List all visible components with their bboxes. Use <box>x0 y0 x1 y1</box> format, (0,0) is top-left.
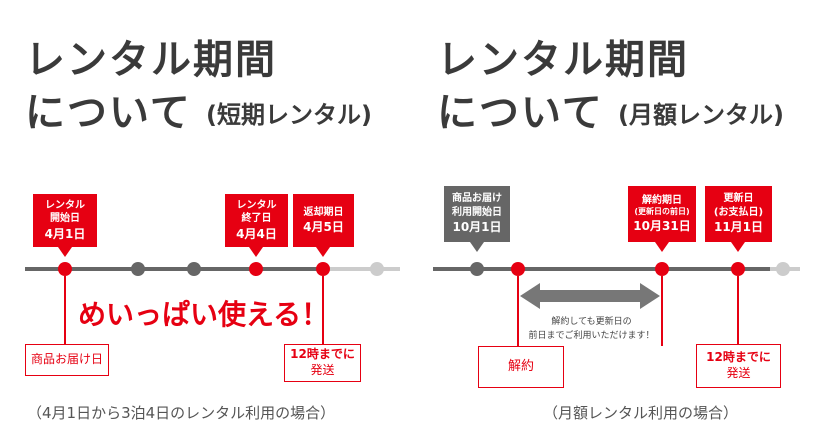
left-flag-return-line1: 返却期日 <box>303 206 344 218</box>
left-vline-return <box>322 276 324 344</box>
left-flag-end-pointer <box>249 247 263 257</box>
left-flag-start-date: 4月1日 <box>44 226 86 241</box>
right-dot-renewal <box>731 262 745 276</box>
left-dot-end <box>249 262 263 276</box>
left-flag-start: レンタル 開始日 4月1日 <box>33 194 97 247</box>
right-vline-cancel <box>517 276 519 346</box>
left-flag-start-pointer <box>58 247 72 257</box>
right-flag-cancel-pointer <box>655 242 669 252</box>
right-title-sub: (月額レンタル) <box>618 101 784 129</box>
right-flag-renewal-line2: (お支払日) <box>713 206 764 218</box>
right-dot-cancel-start <box>511 262 525 276</box>
right-box-deadline-line2: 発送 <box>726 366 751 380</box>
right-flag-renewal-date: 11月1日 <box>713 220 764 235</box>
left-dot-day2 <box>131 262 145 276</box>
left-flag-end-date: 4月4日 <box>236 226 277 241</box>
right-title-line2: について <box>437 90 604 136</box>
right-note: 解約しても更新日の 前日までご利用いただけます！ <box>524 316 659 343</box>
right-note-line2: 前日までご利用いただけます！ <box>528 330 655 341</box>
right-box-cancel: 解約 <box>478 346 564 388</box>
left-box-deadline: 12時までに 発送 <box>284 344 361 382</box>
left-flag-return-pointer <box>316 247 330 257</box>
right-flag-start-line1: 商品お届け <box>452 193 502 205</box>
left-flag-return: 返却期日 4月5日 <box>293 194 354 247</box>
right-dot-start <box>470 262 484 276</box>
right-caption: （月額レンタル利用の場合） <box>543 404 739 422</box>
right-flag-renewal-pointer <box>731 242 745 252</box>
left-caption: （4月1日から3泊4日のレンタル利用の場合） <box>27 404 336 422</box>
left-flag-start-line1: レンタル <box>45 199 85 211</box>
left-title-line1: レンタル期間 <box>25 37 277 83</box>
left-box-delivery: 商品お届け日 <box>25 344 109 376</box>
left-timeline-inactive <box>323 267 400 271</box>
right-double-arrow-icon <box>520 283 660 309</box>
left-flag-start-line2: 開始日 <box>50 213 80 225</box>
right-flag-start-date: 10月1日 <box>452 220 502 235</box>
left-flag-return-date: 4月5日 <box>303 220 344 235</box>
right-box-cancel-label: 解約 <box>507 358 534 374</box>
right-flag-cancel-line1: 解約期日 <box>642 194 682 206</box>
right-flag-start-line2: 利用開始日 <box>452 206 502 218</box>
left-title-sub: (短期レンタル) <box>206 101 372 129</box>
right-vline-renewal <box>737 276 739 344</box>
right-dot-cancel-deadline <box>655 262 669 276</box>
right-box-deadline: 12時までに 発送 <box>696 344 781 388</box>
right-flag-cancel-date: 10月31日 <box>633 219 691 234</box>
right-title-line1: レンタル期間 <box>437 37 689 83</box>
right-flag-cancel-line2: (更新日の前日) <box>634 207 690 217</box>
right-vline-deadline <box>661 276 663 346</box>
left-timeline-active <box>25 267 323 271</box>
right-dot-after <box>776 262 790 276</box>
left-dot-day3 <box>187 262 201 276</box>
right-flag-start-pointer <box>470 242 484 252</box>
left-vline-start <box>64 276 66 346</box>
left-dot-start <box>58 262 72 276</box>
left-banner: めいっぱい使える！ <box>78 298 330 331</box>
left-title-line2: について <box>25 90 192 136</box>
right-flag-start: 商品お届け 利用開始日 10月1日 <box>444 186 510 242</box>
left-dot-after <box>370 262 384 276</box>
left-flag-end-line1: レンタル <box>236 199 277 211</box>
right-note-line1: 解約しても更新日の <box>551 317 632 327</box>
left-flag-end-line2: 終了日 <box>241 213 272 225</box>
left-box-deadline-line2: 発送 <box>310 363 335 377</box>
right-flag-renewal-line1: 更新日 <box>723 193 754 205</box>
right-box-deadline-line1: 12時までに <box>706 350 771 365</box>
left-flag-end: レンタル 終了日 4月4日 <box>225 194 288 247</box>
right-timeline-active <box>433 267 770 271</box>
left-box-delivery-label: 商品お届け日 <box>30 352 103 367</box>
left-dot-return <box>316 262 330 276</box>
left-box-deadline-line1: 12時までに <box>290 347 355 362</box>
right-flag-cancel: 解約期日 (更新日の前日) 10月31日 <box>628 186 696 242</box>
right-flag-renewal: 更新日 (お支払日) 11月1日 <box>705 186 772 242</box>
